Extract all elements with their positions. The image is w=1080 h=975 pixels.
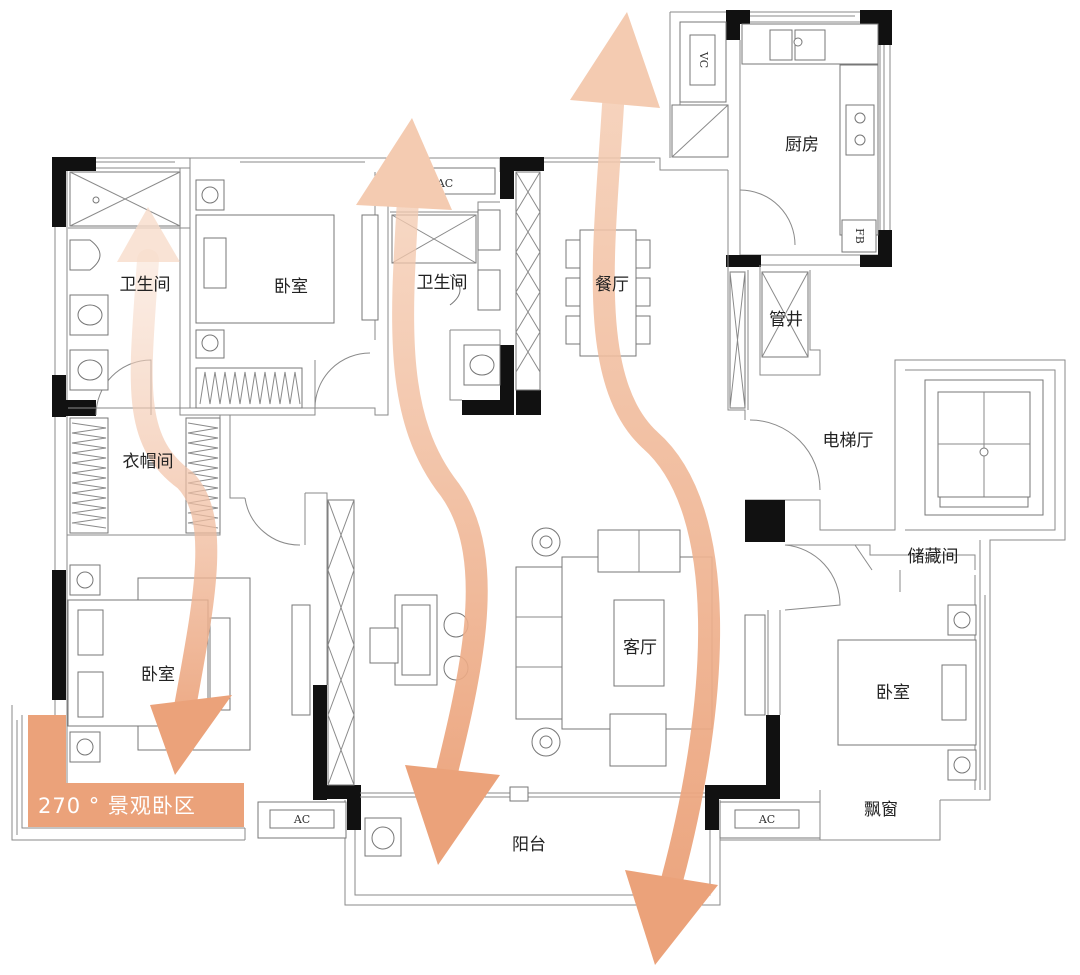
kitchen-fixtures: VC FB (671, 21, 879, 253)
airflow-arrow-center-head-bottom (405, 765, 500, 865)
room-label-storage: 储藏间 (908, 547, 959, 567)
pipe-shaft-fixture (761, 271, 809, 358)
outer-walls (11, 11, 1066, 906)
room-label-elevator-hall: 电梯厅 (823, 431, 874, 451)
wardrobe-top (195, 367, 303, 409)
bedroom-top-bed (195, 179, 335, 359)
ac-unit-bottom-right-label: AC (758, 813, 775, 826)
room-label-living: 客厅 (623, 638, 657, 658)
view-badge-text: 270 ° 景观卧区 (38, 794, 196, 818)
view-badge: 270 ° 景观卧区 (28, 783, 244, 827)
view-zone-corner (28, 715, 66, 785)
interior-walls (67, 40, 976, 790)
vc-label: VC (697, 51, 710, 68)
room-label-pipe-shaft: 管井 (769, 310, 803, 330)
cabinet-column-center (327, 171, 746, 786)
room-label-bathroom-left: 卫生间 (120, 275, 171, 295)
living-room-furniture (369, 527, 766, 767)
room-label-dining: 餐厅 (595, 275, 629, 295)
airflow-arrow-right-head-top (570, 12, 660, 108)
structural-columns (52, 10, 892, 830)
ac-unit-bottom-left-label: AC (293, 813, 310, 826)
bathroom-left-fixtures (69, 171, 181, 391)
room-label-bedroom-left: 卧室 (141, 665, 175, 685)
bedroom-right-bed (837, 604, 977, 781)
airflow-arrow-right (592, 94, 721, 891)
room-label-kitchen: 厨房 (785, 135, 819, 155)
airflow-arrow-left (130, 249, 218, 746)
room-labels: 厨房 卫生间 卧室 卫生间 餐厅 管井 电梯厅 衣帽间 储藏间 客厅 卧室 卧室… (120, 135, 959, 855)
room-label-bathroom-center: 卫生间 (417, 273, 468, 293)
airflow-arrow-center (392, 189, 488, 811)
airflow-arrow-left-head-top (117, 207, 180, 262)
elevator-shaft (924, 379, 1044, 516)
balcony-fixtures: AC AC (257, 790, 821, 857)
fb-label: FB (853, 228, 866, 244)
airflow-arrow-left-head-bottom (150, 695, 232, 775)
airflow-arrows (117, 12, 721, 965)
airflow-arrow-center-head-top (356, 118, 452, 210)
room-label-bedroom-top: 卧室 (274, 277, 308, 297)
room-label-balcony: 阳台 (512, 835, 546, 855)
room-label-bedroom-right: 卧室 (876, 683, 910, 703)
airflow-arrow-right-head-bottom (625, 870, 718, 965)
room-label-bay-window: 飘窗 (864, 800, 898, 820)
room-label-walk-in-closet: 衣帽间 (123, 452, 174, 472)
